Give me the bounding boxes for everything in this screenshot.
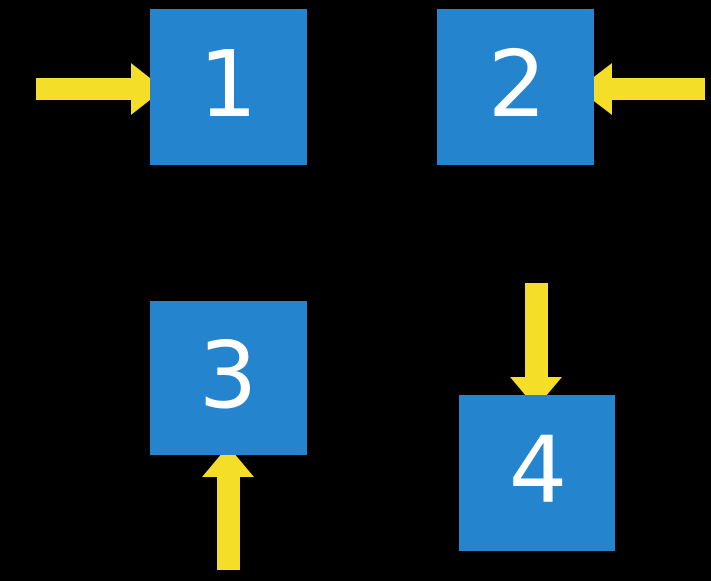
node-box-1[interactable] [150,9,307,165]
node-label-4: 4 [508,417,568,524]
node-label-2: 2 [487,31,547,138]
arrow-left-shape [578,63,705,115]
node-label-1: 1 [198,31,258,138]
node-label-3: 3 [198,322,258,429]
arrow-up-shape [202,446,254,570]
arrow-right-shape [36,63,164,115]
node-box-2[interactable] [437,9,594,165]
arrow-down-shape [510,283,562,408]
arrow-up-into-node-3 [202,446,254,570]
node-box-4[interactable] [459,395,615,551]
node-box-3[interactable] [150,301,307,455]
arrow-down-into-node-4 [510,283,562,408]
